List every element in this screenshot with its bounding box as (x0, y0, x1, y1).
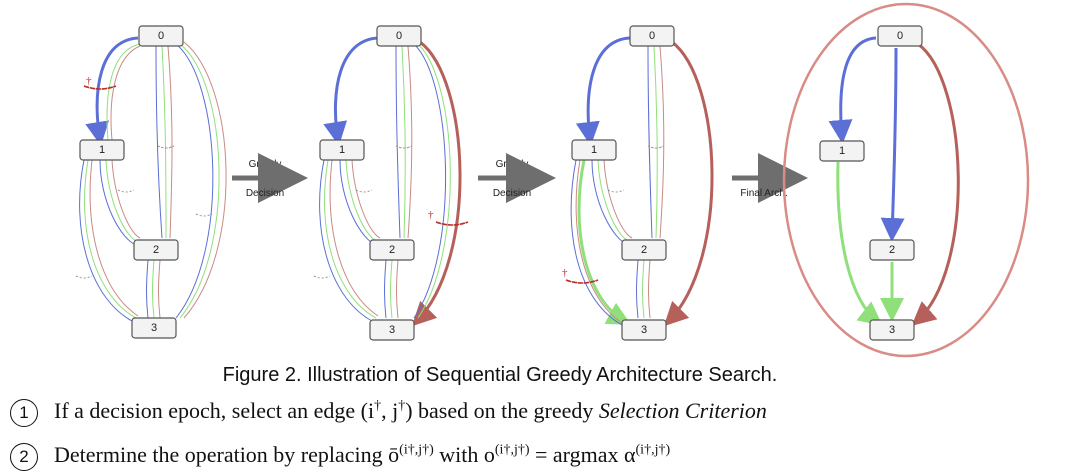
svg-text:Greedy: Greedy (496, 159, 529, 170)
node-0: 0 (376, 25, 422, 47)
node-3: 3 (369, 319, 415, 341)
svg-text:...: ... (762, 159, 770, 170)
figure-caption: Figure 2. Illustration of Sequential Gre… (222, 364, 778, 386)
step-text: with o (433, 442, 495, 467)
node-2: 2 (869, 239, 915, 261)
math-sup: (i†,j†) (635, 442, 671, 458)
final-arch-ring (782, 2, 1030, 358)
node-3: 3 (621, 319, 667, 341)
math-sup: (i†,j†) (399, 442, 434, 458)
svg-text:Final Arch.: Final Arch. (740, 188, 787, 199)
step-text: ) based on the greedy (405, 398, 599, 423)
node-1: 1 (319, 139, 365, 161)
node-2: 2 (369, 239, 415, 261)
dagger-mark: † (562, 267, 568, 279)
panel-3-edges (565, 36, 714, 327)
panel-2-edges (313, 36, 469, 327)
step-text: α (618, 442, 636, 467)
panel-1-edges (75, 36, 227, 323)
svg-text:0: 0 (396, 30, 402, 42)
step-text: , j (381, 398, 399, 423)
selection-criterion: Selection Criterion (598, 398, 767, 423)
panel-2: † 0 1 2 3 (313, 25, 469, 341)
svg-text:0: 0 (158, 30, 164, 42)
node-1: 1 (79, 139, 125, 161)
svg-text:3: 3 (889, 324, 895, 336)
step-number: 2 (10, 442, 38, 471)
svg-text:2: 2 (889, 244, 895, 256)
svg-text:Greedy: Greedy (249, 159, 282, 170)
node-2: 2 (133, 239, 179, 261)
svg-text:2: 2 (641, 244, 647, 256)
panel-3: † 0 1 2 3 (562, 25, 714, 341)
greedy-decision-arrow-1: Greedy Decision (232, 153, 308, 203)
svg-text:2: 2 (389, 244, 395, 256)
step-number: 1 (10, 398, 38, 427)
dagger-mark: † (428, 209, 434, 221)
panel-4-edges (828, 36, 960, 326)
math-sup: (i†,j†) (494, 442, 530, 458)
node-2: 2 (621, 239, 667, 261)
node-3: 3 (131, 317, 177, 339)
greedy-decision-arrow-2: Greedy Decision (478, 153, 556, 203)
svg-text:1: 1 (591, 144, 597, 156)
step-text: = argmax (529, 442, 619, 467)
svg-text:Decision: Decision (493, 188, 531, 199)
svg-text:0: 0 (649, 30, 655, 42)
svg-text:1: 1 (339, 144, 345, 156)
figure-diagram: † 0 1 2 3 Greedy Decision (75, 2, 1030, 358)
step-text: If a decision epoch, select an edge (i (54, 398, 375, 423)
svg-text:2: 2 (153, 244, 159, 256)
svg-text:Decision: Decision (246, 188, 284, 199)
step-text: Determine the operation by replacing ō (54, 442, 400, 467)
svg-text:3: 3 (389, 324, 395, 336)
svg-text:3: 3 (641, 324, 647, 336)
dagger-mark: † (86, 75, 92, 87)
node-0: 0 (629, 25, 675, 47)
dagger-sup: † (374, 398, 382, 414)
svg-text:1: 1 (99, 144, 105, 156)
panel-4-final: 0 1 2 3 (782, 2, 1030, 358)
svg-text:3: 3 (151, 322, 157, 334)
node-0: 0 (138, 25, 184, 47)
svg-text:0: 0 (897, 30, 903, 42)
dagger-sup: † (398, 398, 406, 414)
final-arch-arrow: ... Final Arch. (732, 153, 808, 203)
node-1: 1 (819, 140, 865, 162)
node-0: 0 (877, 25, 923, 47)
svg-text:1: 1 (839, 145, 845, 157)
panel-1: † 0 1 2 3 (75, 25, 227, 339)
node-1: 1 (571, 139, 617, 161)
node-3: 3 (869, 319, 915, 341)
